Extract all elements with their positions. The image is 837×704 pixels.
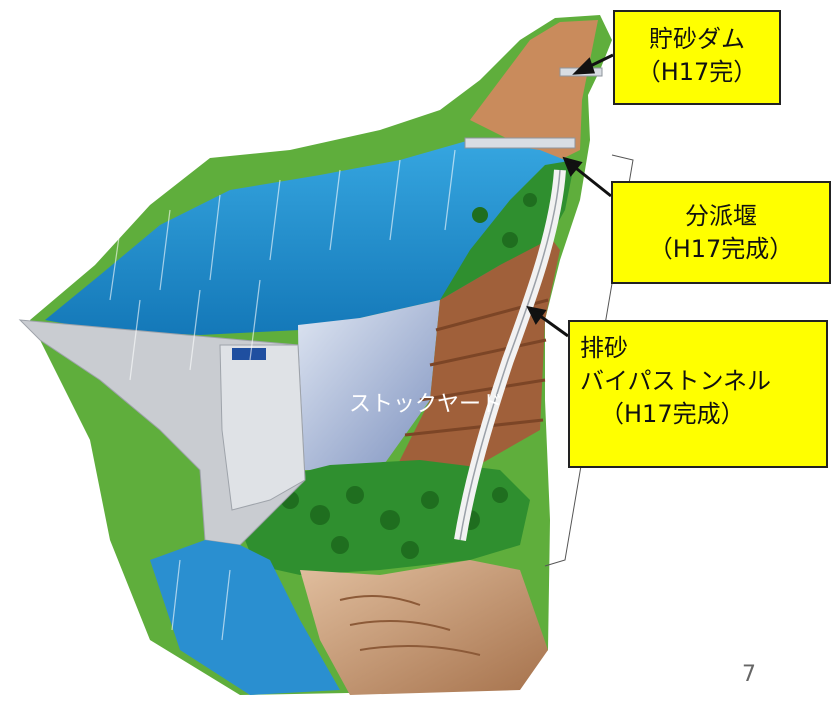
callout-diversion-weir-title: 分派堰 — [685, 202, 757, 230]
outflow-texture — [339, 595, 481, 656]
main-dam-face — [219, 344, 306, 511]
reservoir-water — [45, 140, 565, 335]
callout-diversion-weir: 分派堰 （H17完成） — [611, 181, 831, 284]
callout-sabo-dam-status: （H17完） — [636, 58, 758, 86]
leader-arrows — [526, 53, 614, 338]
forest-texture — [281, 193, 537, 559]
callout-sabo-dam-title: 貯砂ダム — [649, 25, 745, 53]
callout-sabo-dam: 貯砂ダム （H17完） — [613, 10, 781, 105]
rain-streaks — [109, 149, 456, 641]
forest-right-slope — [440, 160, 575, 300]
callout-bypass-tunnel: 排砂 バイパストンネル （H17完成） — [568, 320, 828, 468]
sediment-outflow — [300, 560, 548, 695]
dam-intake-gate — [232, 348, 266, 360]
stockyard-label: ストックヤード — [349, 392, 504, 417]
downstream-river — [150, 540, 340, 695]
callout-bypass-tunnel-status: （H17完成） — [600, 400, 745, 428]
stockyard-pool — [298, 300, 440, 470]
earth-cross-section — [395, 230, 560, 470]
upstream-riverbed — [470, 20, 598, 160]
callout-diversion-weir-status: （H17完成） — [648, 235, 794, 263]
diversion-weir-structure — [464, 137, 576, 149]
callout-bypass-tunnel-line1: 排砂 — [580, 334, 628, 362]
callout-bypass-tunnel-line2: バイパストンネル — [580, 367, 772, 395]
page-number: 7 — [742, 662, 756, 687]
